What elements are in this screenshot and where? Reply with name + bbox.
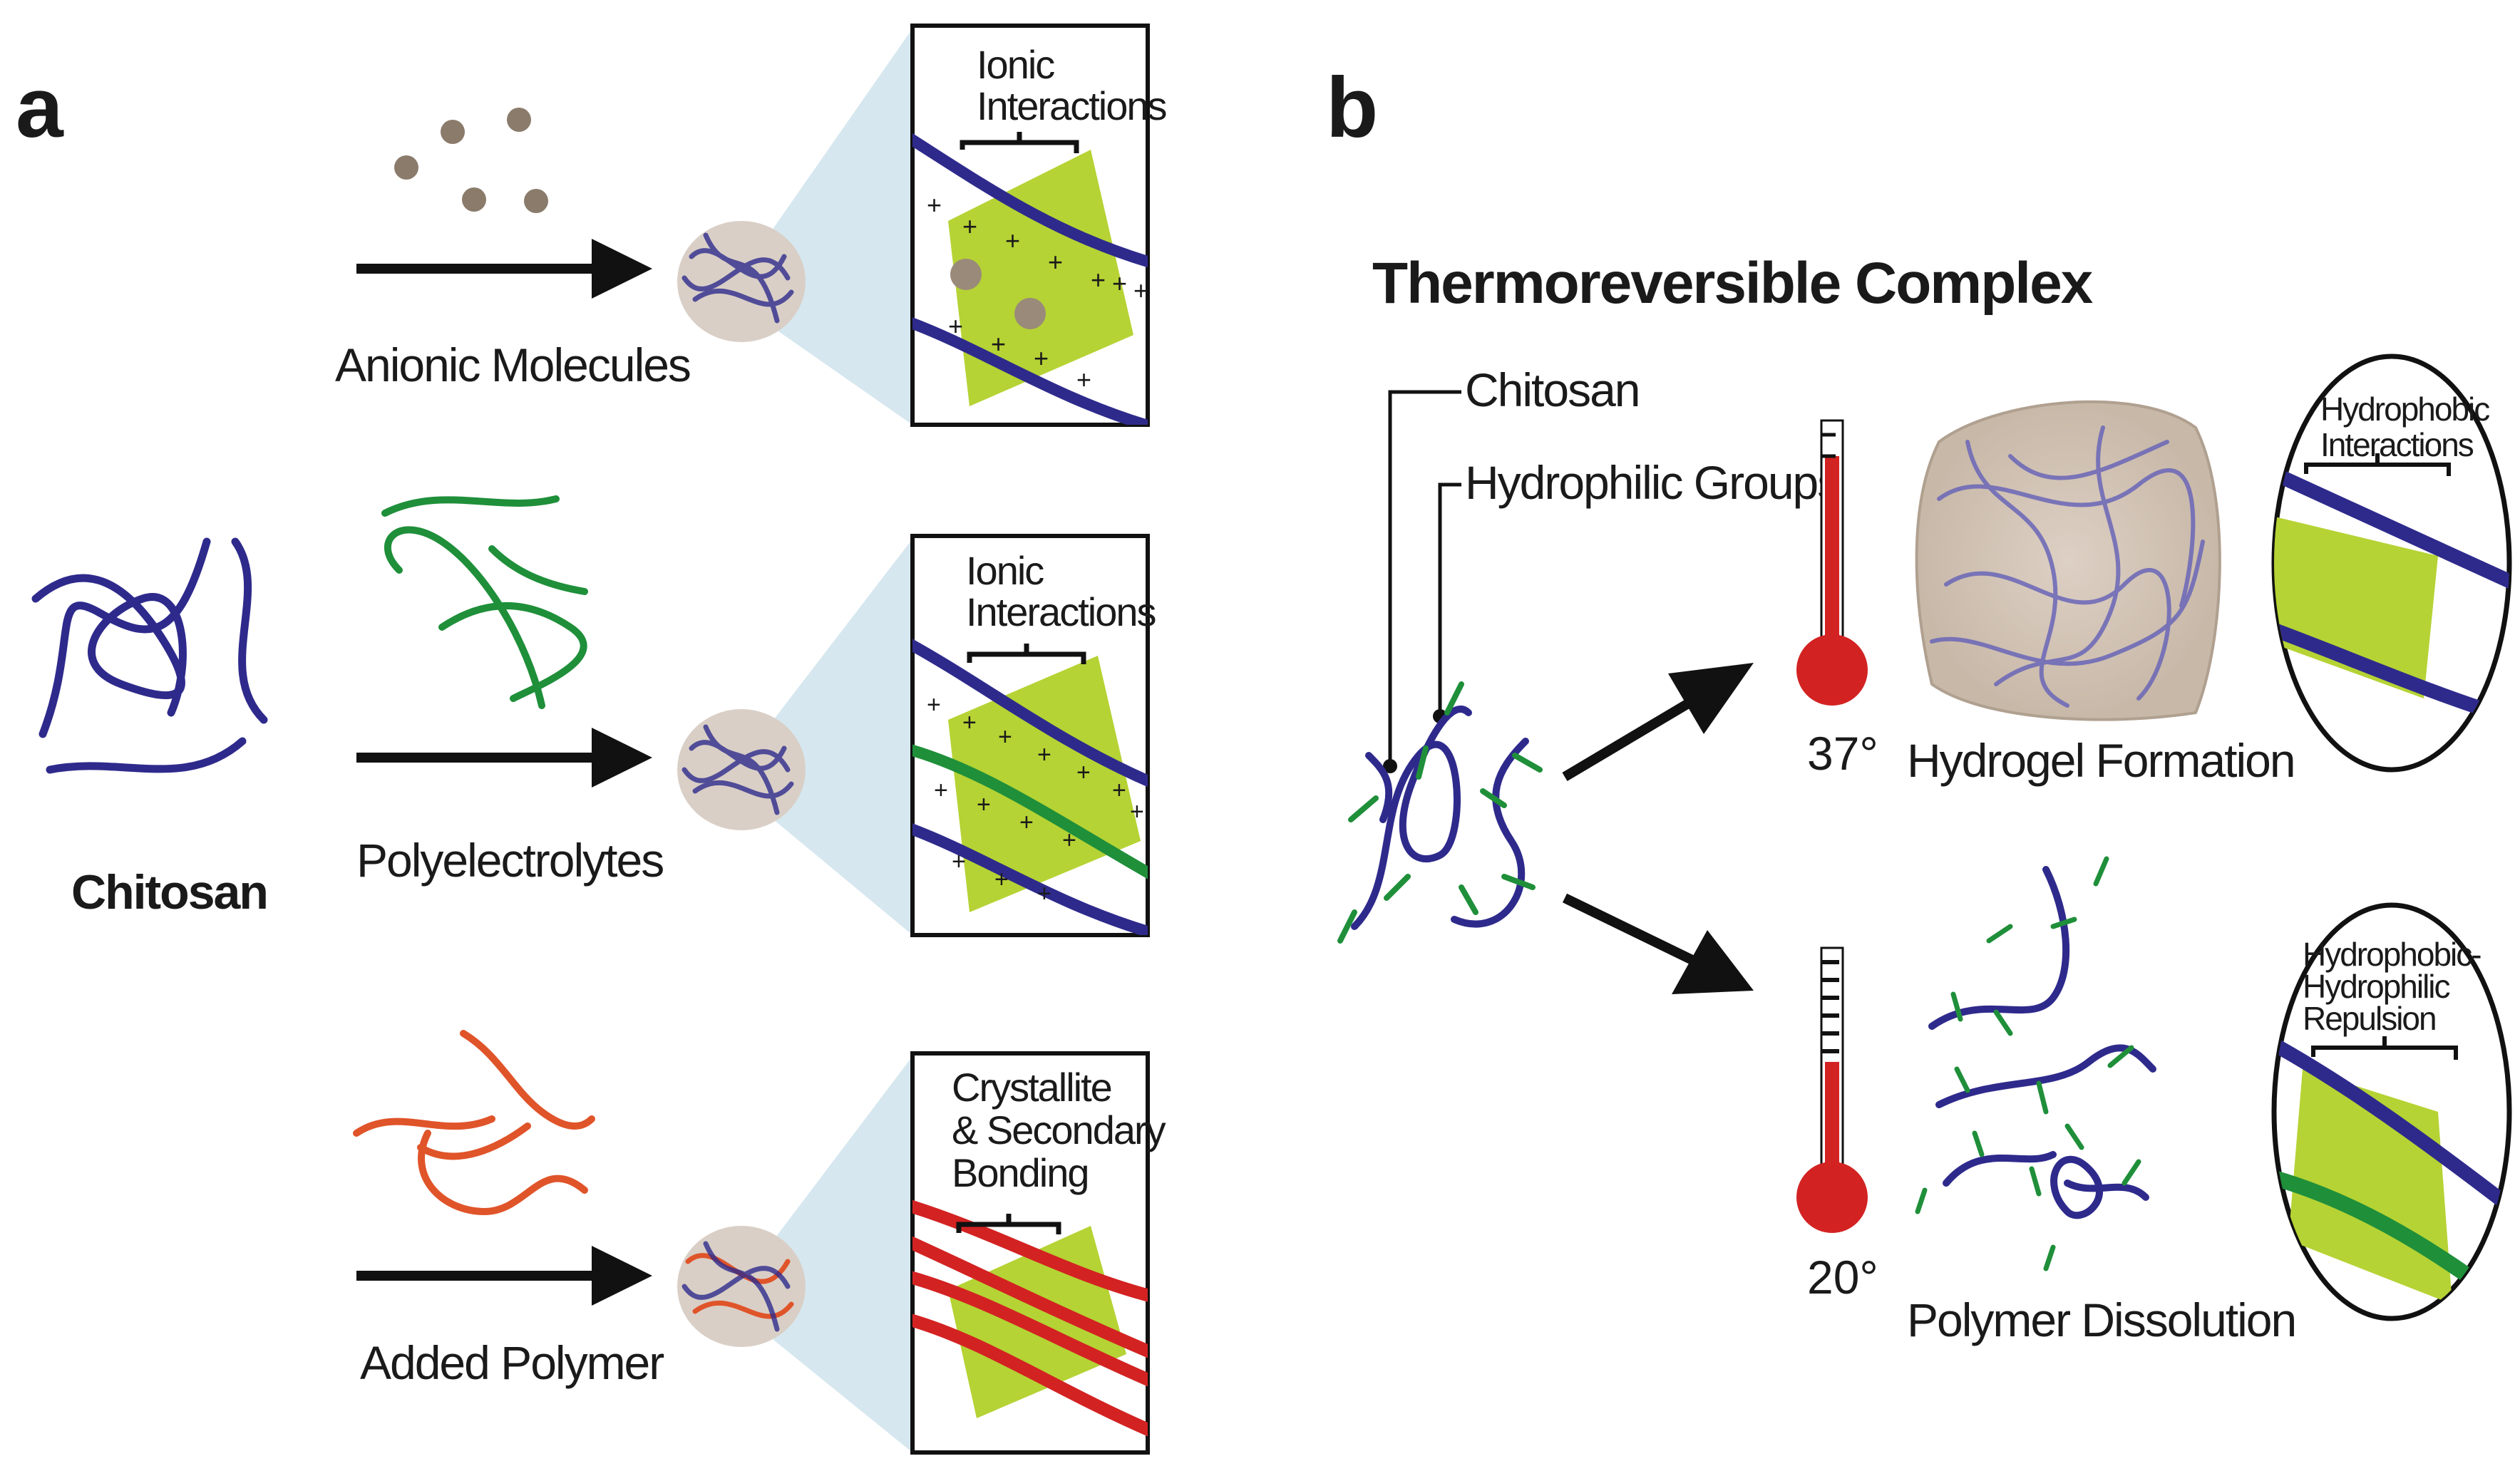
complex-blob <box>677 1226 806 1347</box>
row-polyelectrolytes: Polyelectrolytes +++++ ++++ +++ <box>356 495 1157 937</box>
svg-text:+: + <box>1091 265 1106 294</box>
inset-label-ionic-2-line1: Ionic <box>966 548 1044 593</box>
anionic-molecule-dots <box>394 108 548 213</box>
dissolved-polymer-chains <box>1915 856 2156 1271</box>
added-polymer-chains <box>353 1030 595 1215</box>
svg-text:+: + <box>927 190 942 220</box>
hydrogel-blob <box>1915 400 2221 721</box>
inset-label-repulsion-line2: Hydrophilic <box>2303 968 2450 1005</box>
chitosan-chains-graphic <box>31 537 268 774</box>
svg-text:+: + <box>1112 777 1126 804</box>
zoom-cone <box>773 539 912 935</box>
panel-a-letter: a <box>16 60 64 155</box>
callout-chitosan-label: Chitosan <box>1465 363 1640 416</box>
lower-branch-20: 20° Polymer Dissolution <box>1796 856 2512 1346</box>
svg-text:+: + <box>927 691 941 718</box>
inset-box-crystallite: Crystallite & Secondary Bonding <box>910 1051 1168 1455</box>
callout-dot-chitosan <box>1383 759 1397 773</box>
inset-label-crystallite-line1: Crystallite <box>952 1065 1111 1110</box>
svg-text:+: + <box>1037 741 1051 768</box>
inset-circle-hydrophobic: Hydrophobic Interactions <box>2271 353 2512 773</box>
svg-text:+: + <box>1037 880 1051 907</box>
inset-label-ionic-1-line2: Interactions <box>977 83 1166 128</box>
complex-blob <box>677 221 806 342</box>
agent-label-added-polymer: Added Polymer <box>360 1336 664 1389</box>
svg-text:+: + <box>1076 365 1091 394</box>
agent-label-polyelectrolytes: Polyelectrolytes <box>356 834 663 887</box>
inset-label-ionic-1-line1: Ionic <box>977 42 1054 87</box>
svg-text:+: + <box>977 791 991 818</box>
svg-text:+: + <box>1076 759 1091 786</box>
panel-a: a Chitosan Anionic Molecules <box>16 24 1168 1455</box>
row-anionic-molecules: Anionic Molecules +++++ <box>335 24 1168 427</box>
temperature-37-label: 37° <box>1807 727 1878 780</box>
svg-text:+: + <box>1112 269 1127 298</box>
panel-b-title: Thermoreversible Complex <box>1372 251 2093 316</box>
svg-text:+: + <box>962 212 977 241</box>
svg-text:+: + <box>1133 276 1148 305</box>
inset-label-crystallite-line2: & Secondary <box>952 1108 1166 1152</box>
arrow-icon <box>1562 663 1754 782</box>
thermometer-icon <box>1796 946 1868 1233</box>
svg-text:+: + <box>994 866 1009 893</box>
inset-label-ionic-2-line2: Interactions <box>966 589 1156 634</box>
complex-blob <box>677 709 806 830</box>
upper-branch-37: 37° Hydrogel Formation <box>1796 353 2512 787</box>
svg-text:+: + <box>934 777 948 804</box>
svg-text:+: + <box>948 311 963 341</box>
svg-text:+: + <box>991 329 1006 358</box>
zoom-cone <box>773 1056 912 1452</box>
callout-lines <box>1388 390 1461 763</box>
agent-label-anionic: Anionic Molecules <box>335 339 690 391</box>
arrow-icon <box>356 728 652 788</box>
arrow-icon <box>356 1246 652 1306</box>
arrow-icon <box>356 239 652 299</box>
callout-hydrophilic-label: Hydrophilic Groups <box>1465 456 1839 509</box>
zoom-cone <box>773 29 912 425</box>
svg-text:+: + <box>952 848 966 875</box>
chitosan-hydrophilic-chain-graphic <box>1337 681 1543 944</box>
panel-b-letter: b <box>1326 60 1378 155</box>
svg-text:+: + <box>998 723 1012 750</box>
outcome-polymer-dissolution: Polymer Dissolution <box>1907 1294 2295 1346</box>
svg-text:+: + <box>962 709 977 736</box>
svg-text:+: + <box>1048 247 1063 277</box>
inset-box-ionic-2: +++++ ++++ +++ ++ Ionic Interactions <box>910 534 1157 937</box>
inset-label-hydrophobic-line1: Hydrophobic <box>2320 391 2489 428</box>
svg-text:+: + <box>1034 344 1049 373</box>
inset-label-repulsion-line3: Repulsion <box>2303 1000 2436 1037</box>
chitosan-label: Chitosan <box>71 865 267 919</box>
inset-circle-repulsion: Hydrophobic- Hydrophilic Repulsion <box>2271 902 2512 1321</box>
thermometer-icon <box>1796 419 1868 706</box>
svg-text:+: + <box>1062 827 1076 854</box>
outcome-hydrogel-formation: Hydrogel Formation <box>1907 734 2295 787</box>
inset-label-repulsion-line1: Hydrophobic- <box>2303 936 2481 973</box>
row-added-polymer: Added Polymer Crystallite & Secondary <box>353 1030 1168 1455</box>
inset-label-crystallite-line3: Bonding <box>952 1150 1089 1195</box>
inset-box-ionic-1: +++++ ++++ ++ Ionic Interactions <box>910 24 1168 427</box>
svg-text:+: + <box>1005 226 1020 255</box>
inset-label-hydrophobic-line2: Interactions <box>2320 426 2474 463</box>
temperature-20-label: 20° <box>1807 1251 1878 1304</box>
svg-text:+: + <box>1019 809 1034 836</box>
polyelectrolyte-chains <box>381 495 588 709</box>
arrow-icon <box>1562 893 1754 994</box>
panel-b: b Thermoreversible Complex Chitosan Hydr… <box>1326 60 2512 1346</box>
svg-text:+: + <box>1130 798 1144 825</box>
